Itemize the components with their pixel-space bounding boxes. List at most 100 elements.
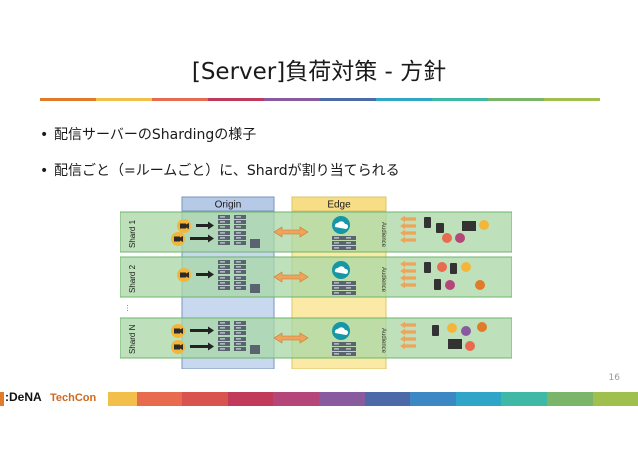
title-rule [40, 98, 600, 101]
shard-label: Shard 1 [128, 219, 137, 248]
rule-seg [40, 98, 96, 101]
person-icon [465, 341, 475, 351]
stripe-seg [410, 392, 456, 406]
server-icon [234, 321, 246, 335]
origin-label: Origin [215, 200, 242, 211]
rule-seg [544, 98, 600, 101]
person-icon [475, 280, 485, 290]
server-icon [344, 281, 356, 295]
camera-icon [177, 219, 191, 233]
server-icon [234, 337, 246, 351]
sharding-diagram: Origin Edge Shard 1 Audience Sha [120, 196, 512, 369]
server-icon [218, 321, 230, 335]
rule-seg [208, 98, 264, 101]
server-icon [218, 260, 230, 274]
person-icon [447, 323, 457, 333]
shard-row: Shard 1 Audience [120, 211, 512, 253]
monitor-icon [462, 221, 476, 231]
stripe-seg [136, 392, 183, 406]
server-icon [332, 342, 344, 356]
stripe-seg [592, 392, 638, 406]
arrow-icon [190, 342, 214, 351]
bullet-text: 配信ごと（=ルームごと）に、Shardが割り当てられる [54, 163, 400, 179]
arrow-icon [190, 234, 214, 243]
rule-seg [96, 98, 152, 101]
server-icon [250, 284, 260, 293]
server-icon [332, 281, 344, 295]
arrow-icon [196, 221, 214, 230]
stripe-seg [501, 392, 547, 406]
slide-title: [Server]負荷対策 - 方針 [191, 59, 447, 85]
person-icon [477, 322, 487, 332]
person-icon [461, 262, 471, 272]
audience-label: Audience [380, 267, 386, 293]
logo-dena-text: :DeNA [5, 390, 42, 404]
rule-seg [376, 98, 432, 101]
bidirectional-arrow-icon [273, 271, 309, 283]
server-icon [250, 345, 260, 354]
server-icon [218, 276, 230, 290]
server-icon [234, 276, 246, 290]
phone-icon [434, 279, 441, 290]
person-icon [461, 326, 471, 336]
arrow-icon [190, 326, 214, 335]
stripe-seg [364, 392, 411, 406]
tablet-icon [436, 223, 444, 233]
stripe-seg [227, 392, 274, 406]
origin-header [181, 196, 275, 212]
shard-row: Shard 2 Audience [120, 256, 512, 298]
shard-label: Shard 2 [128, 264, 137, 293]
person-icon [455, 233, 465, 243]
bidirectional-arrow-icon [273, 332, 309, 344]
server-icon [250, 239, 260, 248]
edge-label: Edge [327, 200, 351, 211]
person-icon [445, 280, 455, 290]
shard-label: Shard N [128, 324, 137, 354]
audience-label: Audience [380, 328, 386, 354]
phone-icon [450, 263, 457, 274]
page-number: 16 [608, 373, 620, 383]
stripe-seg [546, 392, 593, 406]
bullet-text: 配信サーバーのShardingの様子 [54, 127, 257, 143]
phone-icon [424, 262, 431, 273]
bidirectional-arrow-icon [273, 226, 309, 238]
audience-label: Audience [380, 222, 386, 248]
server-icon [234, 260, 246, 274]
server-icon [344, 236, 356, 250]
dena-techcon-logo: :DeNA TechCon [4, 384, 108, 408]
server-icon [218, 215, 230, 229]
rule-seg [320, 98, 376, 101]
bullet-item: • 配信サーバーのShardingの様子 [40, 124, 256, 144]
camera-icon [177, 268, 191, 282]
bullet-item: • 配信ごと（=ルームごと）に、Shardが割り当てられる [40, 160, 400, 180]
stripe-seg [455, 392, 502, 406]
stripe-seg [273, 392, 320, 406]
stripe-seg [182, 392, 228, 406]
rule-seg [432, 98, 488, 101]
person-icon [442, 233, 452, 243]
server-icon [344, 342, 356, 356]
bullet-dot: • [40, 163, 49, 179]
edge-header [291, 196, 387, 212]
camera-icon [171, 340, 185, 354]
shard-row: Shard N Audience [120, 317, 512, 359]
camera-icon [171, 324, 185, 338]
rule-seg [152, 98, 208, 101]
rule-seg [264, 98, 320, 101]
server-icon [234, 231, 246, 245]
ellipsis: … [121, 304, 130, 312]
server-icon [218, 337, 230, 351]
server-icon [218, 231, 230, 245]
rule-seg [488, 98, 544, 101]
person-icon [437, 262, 447, 272]
logo-techcon-text: TechCon [50, 392, 97, 404]
person-icon [479, 220, 489, 230]
server-icon [234, 215, 246, 229]
bullet-dot: • [40, 127, 49, 143]
monitor-icon [448, 339, 462, 349]
phone-icon [432, 325, 439, 336]
phone-icon [424, 217, 431, 228]
server-icon [332, 236, 344, 250]
camera-icon [171, 232, 185, 246]
stripe-seg [319, 392, 365, 406]
